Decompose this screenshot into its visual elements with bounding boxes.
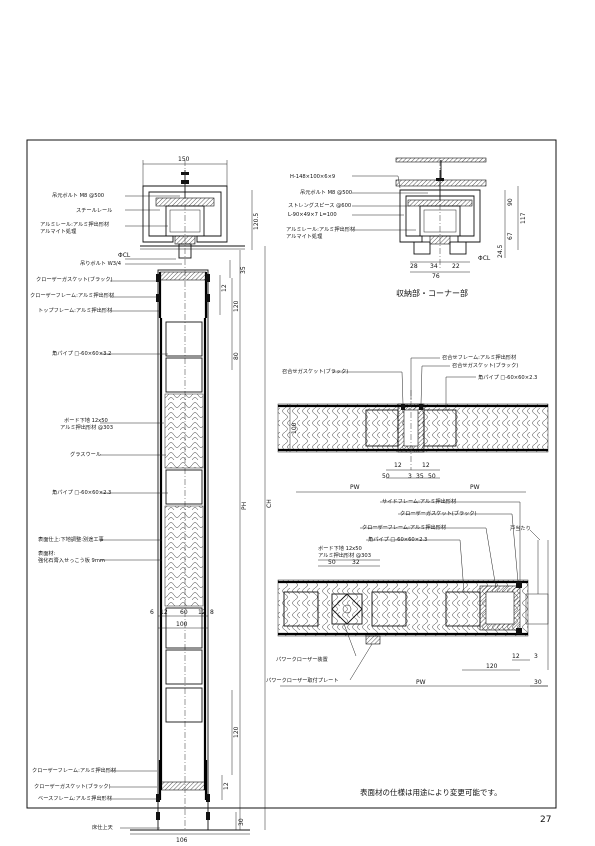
dim-ch: CH (266, 499, 273, 508)
vertical-section: 吊元ボルト M8 @500 スチールレール アルミレール:アルミ押出形材 アルマ… (30, 156, 273, 845)
label-strength-spacer: ストレングスピース @600 (288, 201, 351, 209)
label-pb-side-frame: サイドフレーム:アルミ押出形材 (382, 497, 456, 505)
dim-pt-35: 35 (416, 473, 424, 480)
dim-sc-67: 67 (507, 232, 514, 240)
dim-b8: 8 (210, 609, 214, 616)
label-pb-door-stop: 戸当たり (510, 524, 531, 532)
label-board-alu: アルミ押出形材 @303 (60, 423, 113, 431)
label-pb-power-closer: パワークローザー装置 (276, 655, 328, 663)
dim-120-5: 120.5 (253, 213, 260, 230)
label-closer-frame-top: クローザーフレーム:アルミ押出形材 (30, 291, 114, 299)
label-bolt-top: 吊元ボルト M8 @500 (52, 191, 104, 199)
label-floor: 床仕上天 (92, 823, 113, 831)
label-pb-board-alu: アルミ押出形材 @303 (318, 551, 371, 559)
label-alu-finish: アルマイト処理 (40, 227, 77, 235)
dim-pb-30: 30 (534, 679, 542, 686)
label-h-beam: H-148×100×6×9 (290, 174, 335, 180)
dim-b6: 6 (150, 609, 154, 616)
dim-cl-vert: ΦCL (118, 252, 131, 259)
dim-sc-24-5: 24.5 (497, 244, 504, 258)
dim-sc-cl: ΦCL (478, 255, 491, 262)
label-closer-gasket-top: クローザーガスケット(ブラック) (36, 275, 113, 283)
sheet-border (26, 139, 557, 809)
label-square-pipe-1: 角パイプ □-60×60×3.2 (52, 349, 111, 357)
dim-pt-3: 3 (408, 473, 412, 480)
label-sc-alu-finish: アルマイト処理 (286, 232, 323, 240)
footer-note: 表面材の仕様は用途により変更可能です。 (360, 787, 502, 797)
label-pb-power-plate: パワークローザー取付プレート (266, 676, 339, 684)
dim-sc-22: 22 (452, 263, 460, 270)
dim-pt-12a: 12 (394, 462, 402, 469)
label-pt-frame: 召合せフレーム:アルミ押出形材 (442, 353, 516, 361)
plan-section-bottom: サイドフレーム:アルミ押出形材 クローザーガスケット(ブラック) クローザーフレ… (266, 497, 549, 687)
label-closer-frame-bot: クローザーフレーム:アルミ押出形材 (32, 766, 116, 774)
label-pb-closer-gasket: クローザーガスケット(ブラック) (400, 509, 477, 517)
label-surface-3: 強化石膏入せっこう板 9mm (38, 556, 105, 564)
label-pt-pipe: 角パイプ □-60×60×2.3 (478, 373, 537, 381)
dim-35: 35 (240, 266, 247, 274)
dim-pt-100: 100 (291, 422, 298, 434)
label-l-angle: L-90×49×7 L=100 (288, 212, 337, 218)
dim-120a: 120 (233, 300, 240, 312)
label-top-frame: トップフレーム:アルミ押出形材 (38, 306, 112, 314)
dim-pt-pw-r: PW (470, 484, 480, 491)
dim-pb-12: 12 (512, 653, 520, 660)
label-steel-rail: スチールレール (76, 207, 112, 214)
dim-b12b: 12 (198, 609, 206, 616)
dim-106: 106 (176, 837, 188, 842)
dim-b60: 60 (180, 609, 188, 616)
dim-pt-pw-l: PW (350, 484, 360, 491)
dim-sc-28: 28 (410, 263, 418, 270)
dim-pt-50b: 50 (428, 473, 436, 480)
dim-pb-120: 120 (486, 663, 498, 670)
label-pb-board: ボード下地 12x50 (318, 544, 362, 552)
storage-corner-detail: H-148×100×6×9 吊元ボルト M8 @500 ストレングスピース @6… (286, 157, 527, 298)
dim-pb-pw: PW (416, 679, 426, 686)
label-glass-wool: グラスウール (70, 450, 101, 458)
label-board: ボード下地 12x50 (64, 416, 108, 424)
label-surface-2: 表面材: (38, 549, 56, 557)
caption-storage-corner: 収納部・コーナー部 (396, 288, 468, 298)
plan-section-top: 召合せガスケット(ブラック) 召合せフレーム:アルミ押出形材 召合せガスケット(… (277, 353, 549, 493)
label-surface-1: 表面仕上:下地調整:別途工事 (38, 535, 104, 543)
dim-12a: 12 (221, 284, 228, 292)
dim-150: 150 (178, 156, 190, 163)
label-closer-gasket-bot: クローザーガスケット(ブラック) (34, 782, 111, 790)
dim-12b: 12 (223, 782, 230, 790)
dim-pb-3: 3 (534, 653, 538, 660)
label-pt-gasket-left: 召合せガスケット(ブラック) (282, 367, 348, 375)
dim-sc-117: 117 (520, 212, 527, 224)
dim-sc-90: 90 (507, 198, 514, 206)
page-number: 27 (540, 815, 551, 825)
dim-sc-34: 34 (430, 263, 438, 270)
label-bolt-lower: 吊りボルト W3/4 (80, 259, 122, 267)
dim-30: 30 (238, 818, 245, 826)
label-pb-closer-frame: クローザーフレーム:アルミ押出形材 (362, 523, 446, 531)
label-sc-bolt: 吊元ボルト M8 @500 (300, 188, 352, 196)
dim-pt-12b: 12 (422, 462, 430, 469)
label-alu-rail: アルミレール:アルミ押出形材 (40, 220, 109, 228)
dim-80: 80 (233, 352, 240, 360)
label-pb-pipe: 角パイプ □-60×60×2.3 (368, 535, 427, 543)
label-base-frame: ベースフレーム:アルミ押出形材 (38, 794, 112, 802)
label-pt-gasket-right: 召合せガスケット(ブラック) (452, 361, 518, 369)
dim-120b: 120 (233, 726, 240, 738)
dim-pt-50a: 50 (382, 473, 390, 480)
dim-pb-50: 50 (328, 559, 336, 566)
label-sc-alu-rail: アルミレール:アルミ押出形材 (286, 225, 355, 233)
label-square-pipe-2: 角パイプ □-60×60×2.3 (52, 488, 111, 496)
dim-b12a: 12 (160, 609, 168, 616)
dim-ph: PH (241, 502, 248, 510)
dim-pb-32: 32 (352, 559, 360, 566)
dim-b100: 100 (176, 621, 188, 628)
dim-sc-76: 76 (432, 273, 440, 280)
